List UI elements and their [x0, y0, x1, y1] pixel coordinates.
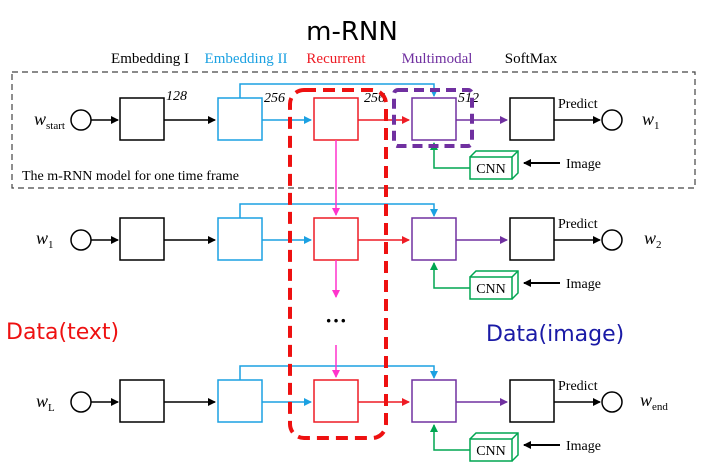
cnn-box-depth	[511, 270, 519, 278]
embedding-1-box	[119, 217, 165, 261]
output-node	[601, 109, 623, 131]
header-softmax: SoftMax	[505, 51, 558, 67]
predict-label: Predict	[558, 217, 598, 232]
time-frame-row-3: wL Predict wend CNN Image	[36, 365, 668, 462]
embedding-1-box	[119, 97, 165, 141]
predict-label: Predict	[558, 379, 598, 394]
diagram-title: m-RNN	[306, 17, 398, 47]
recurrent-box	[313, 379, 359, 423]
dim-256-embedding: 256	[264, 91, 285, 106]
header-embedding-1: Embedding I	[111, 51, 189, 67]
multimodal-box	[411, 379, 457, 423]
softmax-box	[509, 379, 555, 423]
input-word-label: w1	[36, 228, 54, 251]
output-word-label: wend	[640, 390, 668, 413]
predict-label: Predict	[558, 97, 598, 112]
image-label: Image	[566, 157, 601, 172]
multimodal-highlight-box	[392, 88, 474, 148]
softmax-box	[509, 97, 555, 141]
header-recurrent: Recurrent	[306, 51, 366, 67]
cnn-to-multimodal-arrow	[430, 262, 470, 289]
dim-512: 512	[458, 91, 479, 106]
time-frame-row-2: w1 Predict w2 CNN Image	[36, 203, 662, 300]
cnn-label: CNN	[476, 162, 506, 177]
recurrent-box	[313, 97, 359, 141]
cnn-to-multimodal-arrow	[430, 142, 470, 169]
frame-caption: The m-RNN model for one time frame	[22, 169, 239, 184]
input-node	[70, 391, 92, 413]
multimodal-box	[411, 217, 457, 261]
skip-connection	[239, 203, 438, 218]
image-label: Image	[566, 439, 601, 454]
input-word-label: wL	[36, 391, 55, 414]
embedding-2-box	[217, 97, 263, 141]
data-text-label: Data(text)	[6, 320, 119, 345]
cnn-to-multimodal-arrow	[430, 424, 470, 451]
cnn-box-depth	[511, 150, 519, 158]
recurrent-highlight-box	[288, 88, 388, 440]
output-word-label: w1	[642, 109, 660, 132]
input-node	[70, 109, 92, 131]
image-label: Image	[566, 277, 601, 292]
output-word-label: w2	[644, 228, 662, 251]
cnn-box-depth	[511, 432, 519, 440]
input-node	[70, 229, 92, 251]
embedding-1-box	[119, 379, 165, 423]
multimodal-box	[411, 97, 457, 141]
dim-128: 128	[166, 89, 187, 104]
recurrent-box	[313, 217, 359, 261]
header-embedding-2: Embedding II	[205, 51, 288, 67]
cnn-label: CNN	[476, 282, 506, 297]
input-word-label: wstart	[34, 109, 65, 132]
ellipsis: ···	[325, 308, 347, 333]
skip-connection	[239, 365, 438, 380]
embedding-2-box	[217, 379, 263, 423]
softmax-box	[509, 217, 555, 261]
one-time-frame-box	[11, 71, 696, 189]
embedding-2-box	[217, 217, 263, 261]
time-frame-row-1: wstart Predict w1 CNN Image	[34, 83, 660, 180]
output-node	[601, 391, 623, 413]
output-node	[601, 229, 623, 251]
data-image-label: Data(image)	[486, 322, 624, 347]
header-multimodal: Multimodal	[402, 51, 473, 67]
cnn-label: CNN	[476, 444, 506, 459]
